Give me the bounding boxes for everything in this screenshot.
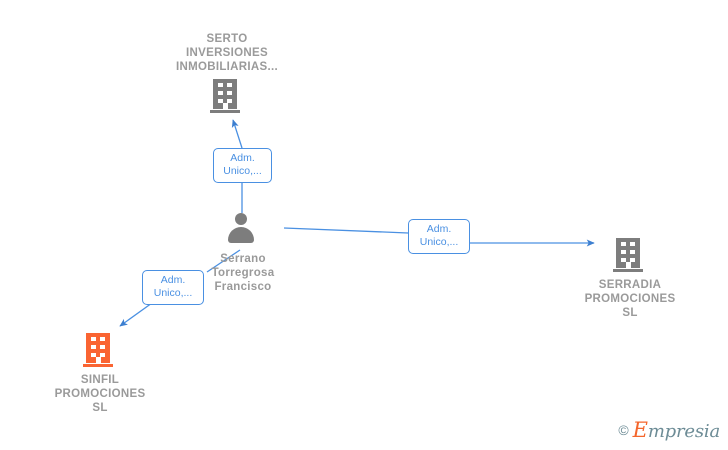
building-icon-highlighted [83,333,117,369]
building-icon [210,79,244,115]
node-label-serto: SERTO INVERSIONES INMOBILIARIAS... [176,33,278,73]
empresia-watermark: © Empresia [618,418,720,442]
person-icon [226,212,260,248]
node-label-person: Serrano Torregrosa Francisco [211,253,275,293]
edge-label-adm-unico-sinfil[interactable]: Adm. Unico,... [142,270,204,305]
edge-label-adm-unico-serto[interactable]: Adm. Unico,... [213,148,272,183]
node-serradia-promociones[interactable]: SERRADIA PROMOCIONES SL [555,238,705,320]
wordmark-initial: E [632,418,648,442]
node-label-serradia: SERRADIA PROMOCIONES SL [584,279,676,319]
empresia-wordmark: Empresia [632,418,721,442]
copyright-icon: © [618,422,629,438]
node-label-sinfil: SINFIL PROMOCIONES SL [54,374,146,414]
node-serrano-torregrosa-francisco[interactable]: Serrano Torregrosa Francisco [168,212,318,294]
wordmark-rest: mpresia [647,421,720,442]
node-sinfil-promociones[interactable]: SINFIL PROMOCIONES SL [25,333,175,415]
edge-segment-chip-to-serto [231,119,243,149]
building-icon [613,238,647,274]
edge-label-adm-unico-serradia[interactable]: Adm. Unico,... [408,219,470,254]
edge-segment-chip-to-sinfil [119,302,153,327]
node-serto-inversiones[interactable]: SERTO INVERSIONES INMOBILIARIAS... [152,32,302,115]
